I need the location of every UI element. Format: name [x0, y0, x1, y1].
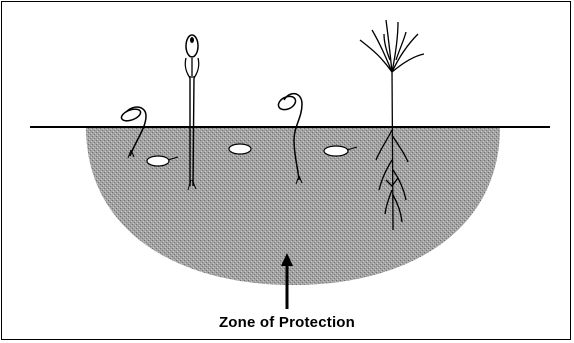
protection-zone — [86, 127, 500, 285]
buried-seed-2 — [229, 144, 251, 154]
zone-caption: Zone of Protection — [0, 314, 574, 331]
